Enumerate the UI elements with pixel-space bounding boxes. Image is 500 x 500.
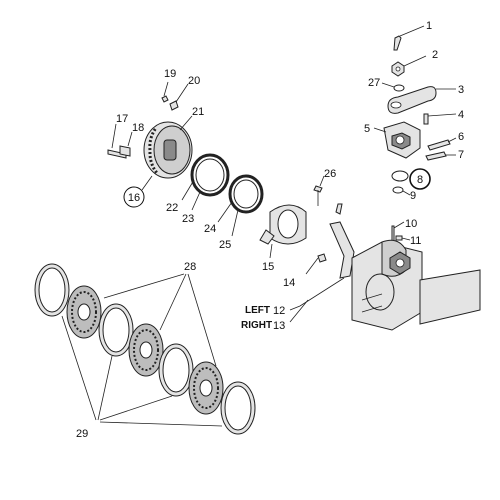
callout-16-circled: 16	[123, 175, 153, 208]
seal-rings-22-25	[181, 153, 264, 237]
callout-21: 21	[192, 106, 204, 118]
callout-27: 27	[368, 77, 380, 89]
callout-14: 14	[283, 277, 295, 289]
label-left: LEFT	[245, 305, 270, 316]
o-ring-9	[391, 170, 411, 196]
callout-26: 26	[324, 168, 336, 180]
bracket-5	[373, 121, 421, 159]
label-right: RIGHT	[241, 320, 272, 331]
callout-23: 23	[182, 213, 194, 225]
callout-18: 18	[132, 122, 144, 134]
callout-16: 16	[128, 192, 140, 204]
callout-28: 28	[184, 261, 196, 273]
pin-4	[423, 113, 457, 125]
callout-10: 10	[405, 218, 417, 230]
callout-20: 20	[188, 75, 200, 87]
callout-19: 19	[164, 68, 176, 80]
callout-5: 5	[364, 123, 370, 135]
linkage-12-13	[289, 203, 355, 323]
piston-hub-21	[143, 115, 193, 179]
lever-arm-3	[387, 86, 456, 114]
callout-4: 4	[458, 109, 464, 121]
callout-7: 7	[458, 149, 464, 161]
cover-15	[259, 204, 307, 259]
callout-12: 12	[273, 305, 285, 317]
leader-lines-28-29	[61, 273, 223, 427]
callout-6: 6	[458, 131, 464, 143]
nut-2	[391, 55, 427, 77]
callout-13: 13	[273, 320, 285, 332]
pin-10-11	[391, 221, 411, 243]
callout-22: 22	[166, 202, 178, 214]
callout-3: 3	[458, 84, 464, 96]
callout-29: 29	[76, 428, 88, 440]
bolt-7	[425, 151, 456, 161]
callout-24: 24	[204, 223, 216, 235]
callout-15: 15	[262, 261, 274, 273]
bolt-26	[313, 175, 325, 206]
callout-1: 1	[426, 20, 432, 32]
bolt-17-18	[107, 123, 133, 159]
axle-housing	[351, 239, 481, 331]
callout-11: 11	[410, 235, 421, 247]
friction-steel-plates	[34, 263, 256, 435]
callout-8: 8	[417, 174, 423, 186]
bolt-6	[427, 137, 457, 151]
callout-25: 25	[219, 239, 231, 251]
callout-8-highlight: 8	[409, 168, 431, 190]
callout-17: 17	[116, 113, 128, 125]
bolt-1	[393, 25, 425, 51]
callout-9: 9	[410, 190, 416, 202]
callout-2: 2	[432, 49, 438, 61]
screw-19-20	[161, 81, 189, 111]
washer-27	[381, 82, 405, 92]
